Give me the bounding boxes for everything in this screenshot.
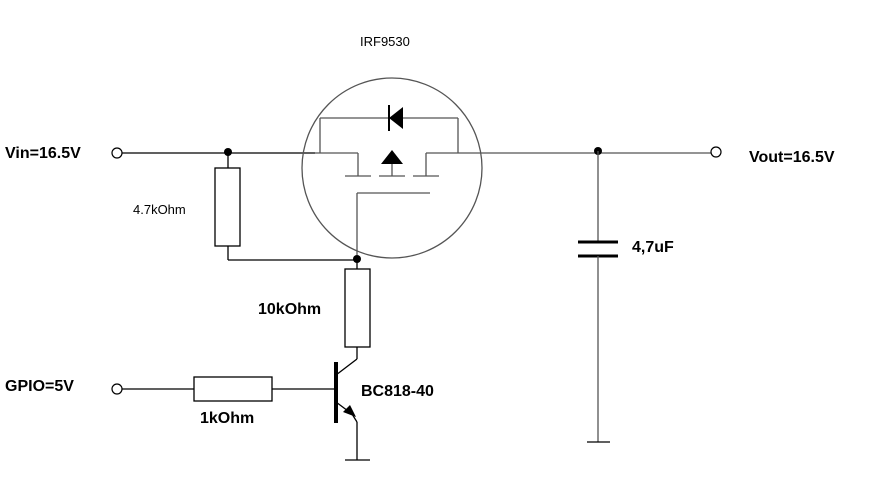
body-diode-triangle [389, 107, 403, 129]
mosfet-label: IRF9530 [360, 34, 410, 49]
capacitor-label: 4,7uF [632, 239, 674, 256]
vin-terminal [111, 147, 123, 159]
mosfet-body-circle [301, 77, 483, 259]
collector-resistor-label: 10kOhm [258, 301, 321, 318]
mosfet-symbol [301, 77, 483, 259]
transistor-label: BC818-40 [361, 383, 434, 400]
gpio-terminal [111, 383, 123, 395]
vout-label: Vout=16.5V [749, 149, 835, 166]
base-resistor [193, 376, 273, 402]
emitter-arrow [343, 405, 356, 417]
collector-wire [335, 358, 358, 376]
base-resistor-label: 1kOhm [200, 410, 254, 427]
mosfet-body-arrow [381, 150, 403, 164]
gate-resistor-label: 4.7kOhm [133, 202, 186, 217]
transistor-symbol [334, 362, 370, 461]
gpio-label: GPIO=5V [5, 378, 74, 395]
gate-resistor [214, 167, 241, 247]
collector-resistor [344, 268, 371, 348]
vout-terminal [710, 146, 722, 158]
vin-label: Vin=16.5V [5, 145, 81, 162]
